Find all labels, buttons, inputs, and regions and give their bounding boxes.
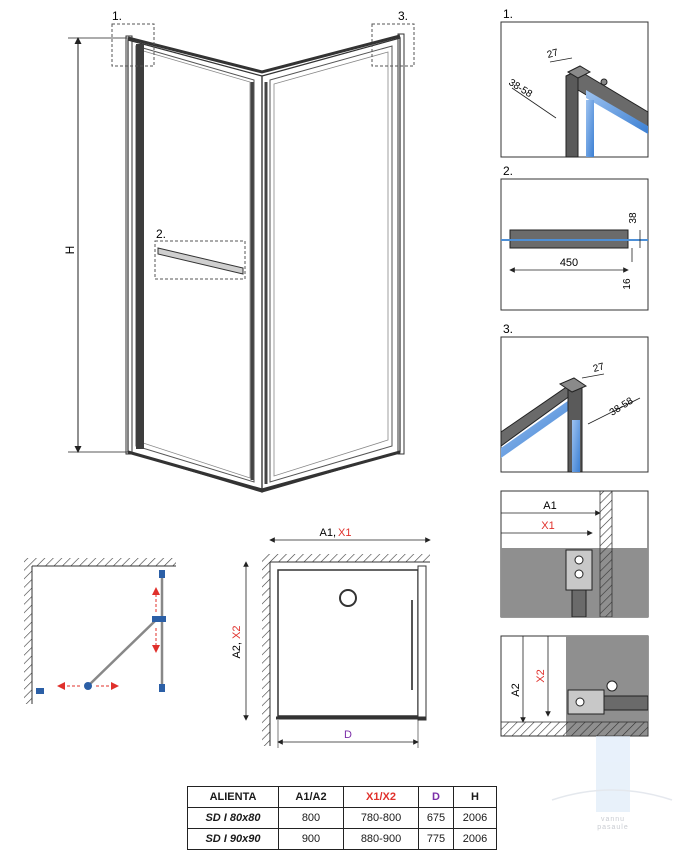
door-pivot-marker: [84, 682, 92, 690]
table-row: SD I 80x80 800 780-800 675 2006: [187, 807, 497, 829]
detail-4-x1-label: X1: [541, 520, 554, 532]
row-a: 900: [278, 828, 344, 850]
watermark-line-2: pasaule: [597, 824, 629, 831]
header-h: H: [453, 786, 497, 808]
callout-box-2: [154, 240, 246, 280]
detail-2-length-label: 450: [560, 257, 578, 269]
row-d: 675: [418, 807, 454, 829]
handle-bar: [157, 247, 244, 275]
wall-marker: [36, 688, 44, 694]
plan-d-label: D: [344, 729, 352, 741]
header-a1a2: A1/A2: [278, 786, 344, 808]
header-x1x2: X1/X2: [343, 786, 419, 808]
table-row: SD I 90x90 900 880-900 775 2006: [187, 828, 497, 850]
row-h: 2006: [453, 807, 497, 829]
row-h: 2006: [453, 828, 497, 850]
row-x: 880-900: [343, 828, 419, 850]
detail-3-dim-27-label: 27: [592, 361, 606, 375]
spec-table: ALIENTA A1/A2 X1/X2 D H SD I 80x80 800 7…: [187, 786, 497, 850]
right-panel-frame: [261, 37, 401, 493]
hinge-marker-mid: [152, 616, 166, 622]
row-d: 775: [418, 828, 454, 850]
detail-1-dim-27: [549, 57, 573, 63]
detail-2-height-label: 38: [628, 212, 639, 224]
detail-1-label: 1.: [503, 7, 513, 21]
detail-5-a2-label: A2: [510, 683, 522, 696]
door-swing-schematic: [24, 558, 176, 704]
plan-a1-label: A1,: [319, 527, 336, 539]
detail-3: 3. 27 38-58: [500, 322, 649, 473]
row-model: SD I 80x80: [187, 807, 279, 829]
callout-box-1: [111, 23, 155, 67]
plan-a2-label: A2,: [231, 639, 243, 659]
row-a: 800: [278, 807, 344, 829]
spec-table-header: ALIENTA A1/A2 X1/X2 D H: [187, 786, 497, 808]
callout-label-2: 2.: [156, 227, 166, 241]
detail-2: 2. 450 38 16: [500, 164, 649, 311]
plan-x2-label: X2: [231, 625, 243, 638]
left-panel-frame: [127, 39, 263, 493]
watermark-text: vannu pasaule: [588, 816, 638, 832]
plan-a2-x2-label: A2, X2: [231, 625, 243, 658]
header-d: D: [418, 786, 454, 808]
watermark-logo: [551, 736, 673, 812]
detail-5-depth: A2 X2: [500, 635, 649, 737]
plan-x1-label: X1: [338, 527, 351, 539]
floor-plan: A1, X1 A2, X2 D: [231, 527, 431, 748]
detail-1: 1. 27 38-58: [500, 7, 649, 158]
row-model: SD I 90x90: [187, 828, 279, 850]
hinge-marker-top: [159, 570, 165, 578]
header-model: ALIENTA: [187, 786, 279, 808]
detail-2-depth-label: 16: [622, 278, 633, 290]
callout-label-3: 3.: [398, 9, 408, 23]
drain-icon: [339, 589, 357, 607]
callout-box-3: [371, 23, 415, 67]
detail-3-label: 3.: [503, 322, 513, 336]
detail-4-a1-label: A1: [543, 500, 556, 512]
main-shower-view: H 1. 3. 2.: [63, 9, 415, 493]
height-label: H: [63, 246, 77, 255]
detail-2-label: 2.: [503, 164, 513, 178]
callout-label-1: 1.: [112, 9, 122, 23]
hinge-marker-bottom: [159, 684, 165, 692]
watermark-line-1: vannu: [600, 816, 626, 823]
detail-1-dim-27-label: 27: [546, 47, 560, 61]
detail-4-width: A1 X1: [500, 490, 649, 618]
row-x: 780-800: [343, 807, 419, 829]
detail-5-x2-label: X2: [535, 669, 547, 682]
